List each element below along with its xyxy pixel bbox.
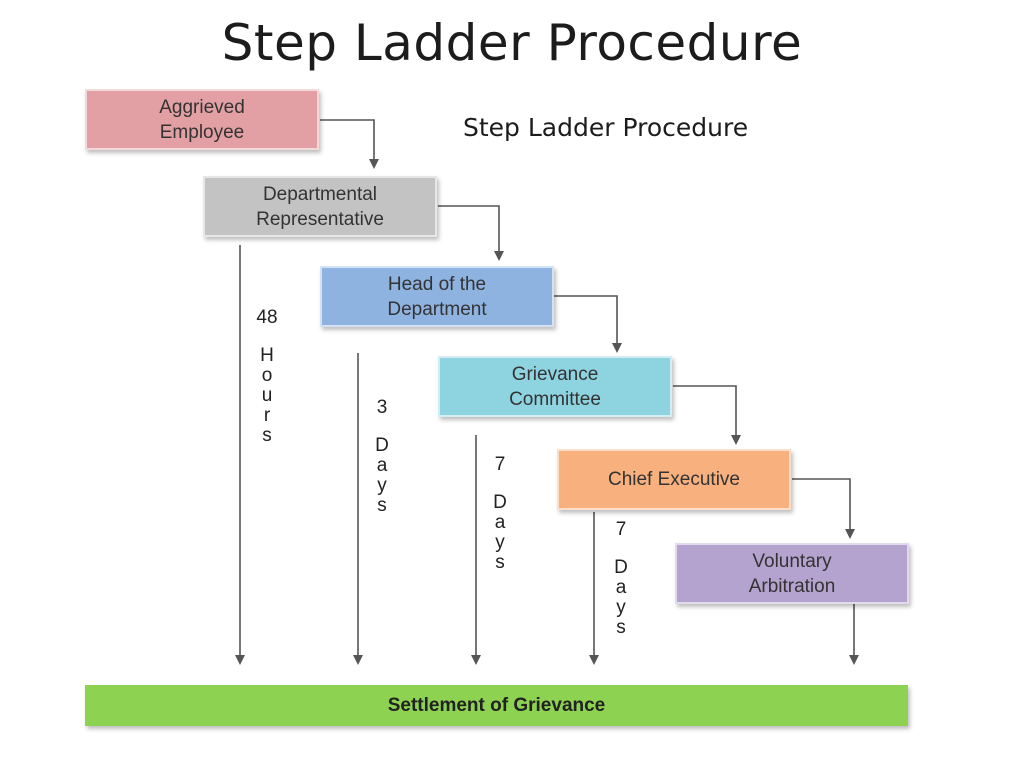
step-chief-executive: Chief Executive <box>557 449 791 510</box>
settlement-of-grievance: Settlement of Grievance <box>85 685 908 726</box>
connector-3 <box>554 295 622 353</box>
duration-7-days-committee: 7 D a y s <box>493 454 507 573</box>
connector-5 <box>792 478 855 539</box>
connector-1 <box>320 119 379 169</box>
duration-7-days-executive: 7 D a y s <box>614 519 628 638</box>
diagram-subtitle: Step Ladder Procedure <box>463 113 749 142</box>
diagram-title: Step Ladder Procedure <box>221 14 803 72</box>
duration-3-days: 3 D a y s <box>375 397 389 516</box>
connector-2 <box>438 205 504 261</box>
connector-4 <box>673 385 741 445</box>
duration-48-hours: 48 H o u r s <box>256 307 278 446</box>
